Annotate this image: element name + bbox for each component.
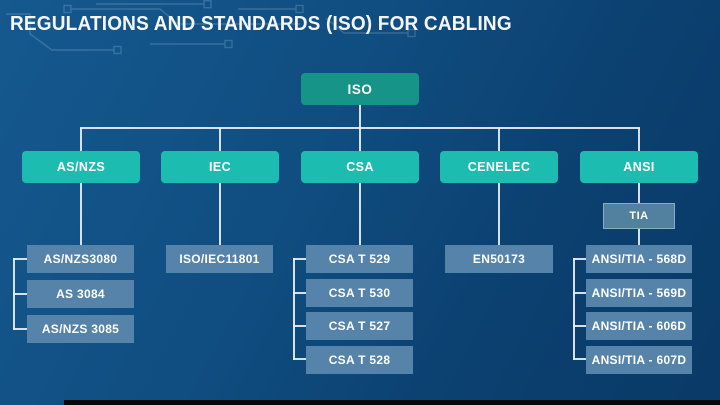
leaf-node: ISO/IEC11801: [166, 245, 273, 273]
leaf-node: CSA T 528: [306, 345, 413, 374]
leaf-node: CSA T 527: [306, 312, 413, 340]
connector-line: [498, 183, 500, 245]
bracket-line: [13, 293, 27, 295]
leaf-column-iec: ISO/IEC11801: [166, 245, 273, 273]
circuit-traces-decoration: [6, 0, 416, 55]
leaf-node: AS 3084: [27, 280, 134, 308]
page-title: REGULATIONS AND STANDARDS (ISO) FOR CABL…: [10, 13, 512, 35]
node-ansi: ANSI: [580, 151, 698, 183]
node-tia: TIA: [603, 203, 675, 229]
leaf-column-as-nzs: AS/NZS3080 AS 3084 AS/NZS 3085: [27, 245, 134, 343]
leaf-node: ANSI/TIA - 606D: [586, 312, 692, 340]
bracket-line: [573, 292, 586, 294]
connector-line: [359, 105, 361, 128]
bottom-edge-bar: [64, 400, 720, 405]
node-iso: ISO: [301, 73, 419, 105]
connector-line: [359, 128, 361, 151]
connector-line: [638, 229, 640, 245]
connector-line: [80, 183, 82, 245]
bracket-line: [573, 258, 586, 260]
node-as-nzs: AS/NZS: [22, 151, 140, 183]
connector-line: [219, 183, 221, 245]
bracket-line: [573, 258, 575, 360]
leaf-node: EN50173: [445, 245, 553, 273]
bracket-line: [573, 358, 586, 360]
bracket-line: [13, 258, 27, 260]
connector-line: [359, 183, 361, 245]
node-iec: IEC: [161, 151, 279, 183]
leaf-column-cenelec: EN50173: [445, 245, 553, 273]
connector-line: [498, 128, 500, 151]
bracket-line: [293, 358, 306, 360]
leaf-node: ANSI/TIA - 569D: [586, 278, 692, 307]
leaf-node: CSA T 530: [306, 278, 413, 307]
bracket-line: [293, 258, 306, 260]
leaf-node: ANSI/TIA - 607D: [586, 345, 692, 374]
bracket-line: [13, 328, 27, 330]
leaf-node: CSA T 529: [306, 245, 413, 273]
bracket-line: [573, 325, 586, 327]
bracket-line: [293, 325, 306, 327]
node-cenelec: CENELEC: [440, 151, 558, 183]
leaf-node: AS/NZS 3085: [27, 315, 134, 343]
connector-line: [219, 128, 221, 151]
connector-line: [638, 128, 640, 151]
connector-line: [80, 128, 82, 151]
bracket-line: [293, 258, 295, 360]
node-csa: CSA: [301, 151, 419, 183]
connector-line: [638, 183, 640, 203]
leaf-column-csa: CSA T 529 CSA T 530 CSA T 527 CSA T 528: [306, 245, 413, 374]
leaf-node: AS/NZS3080: [27, 245, 134, 273]
leaf-node: ANSI/TIA - 568D: [586, 245, 692, 273]
leaf-column-ansi-tia: ANSI/TIA - 568D ANSI/TIA - 569D ANSI/TIA…: [586, 245, 692, 374]
bracket-line: [293, 292, 306, 294]
